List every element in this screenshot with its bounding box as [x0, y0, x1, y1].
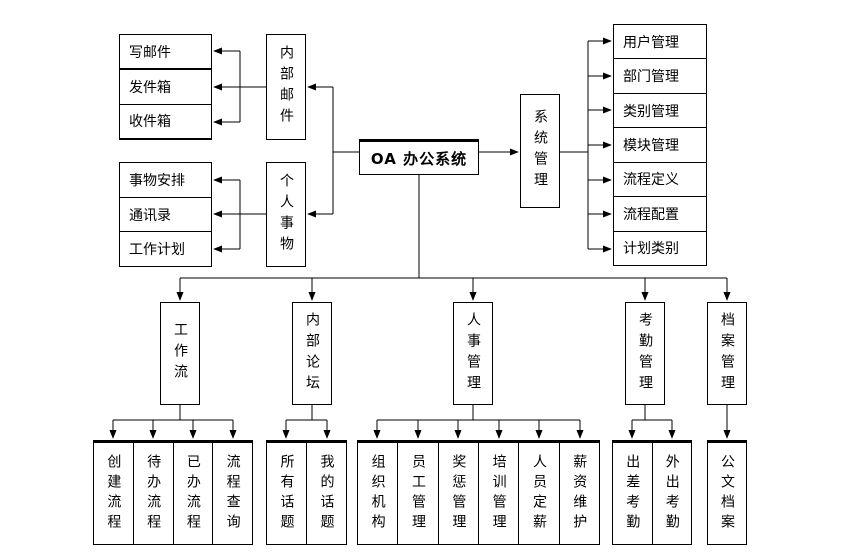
root-bottom-bus-connectors	[176, 175, 731, 301]
user-management-node: 用户管理	[623, 34, 679, 51]
pending-process-label: 待办流程	[145, 453, 162, 534]
create-process-label: 创建流程	[105, 453, 122, 534]
department-management-node: 部门管理	[614, 58, 706, 92]
system-management-label: 系统管理	[532, 109, 548, 193]
system-management-node: 系统管理	[520, 94, 560, 208]
salary-maintenance-node: 薪资维护	[558, 443, 599, 544]
attendance-children-connectors	[628, 405, 676, 439]
create-process-node: 创建流程	[94, 443, 133, 544]
system-children-group: 用户管理 部门管理 类别管理 模块管理 流程定义 流程配置 计划类别	[613, 24, 707, 266]
archive-children-group: 公文档案	[707, 440, 747, 545]
mail-branch-connectors	[213, 47, 266, 126]
inbox-node: 收件箱	[120, 103, 211, 138]
process-query-node: 流程查询	[212, 443, 252, 544]
my-topics-label: 我的话题	[318, 453, 335, 534]
training-management-node: 培训管理	[477, 443, 518, 544]
workflow-children-connectors	[109, 405, 237, 439]
write-mail-node: 写邮件	[129, 44, 171, 61]
workflow-label: 工作流	[172, 322, 188, 385]
archive-management-node: 档案管理	[707, 302, 747, 405]
internal-mail-label: 内部邮件	[278, 45, 294, 129]
personal-affairs-node: 个人事物	[266, 162, 306, 267]
process-config-node: 流程配置	[614, 196, 706, 230]
workflow-node: 工作流	[160, 302, 200, 405]
task-arrangement-node: 事物安排	[129, 172, 185, 189]
outing-attendance-label: 外出考勤	[663, 453, 680, 534]
employee-management-node: 员工管理	[397, 443, 437, 544]
work-plan-node: 工作计划	[120, 231, 211, 266]
attendance-management-node: 考勤管理	[625, 302, 665, 405]
forum-children-group: 所有话题 我的话题	[266, 440, 347, 545]
attendance-management-label: 考勤管理	[637, 311, 653, 396]
hr-children-connectors	[373, 405, 584, 439]
personal-children-group: 事物安排 通讯录 工作计划	[119, 162, 212, 267]
organization-node: 组织机构	[358, 443, 397, 544]
reward-punishment-node: 奖惩管理	[437, 443, 478, 544]
mail-children-group: 写邮件 发件箱 收件箱	[119, 34, 212, 140]
root-left-connectors	[307, 83, 359, 218]
business-trip-attendance-node: 出差考勤	[613, 443, 652, 544]
address-book-node: 通讯录	[120, 196, 211, 232]
salary-setting-node: 人员定薪	[518, 443, 558, 544]
internal-mail-node: 内部邮件	[266, 34, 306, 140]
reward-punishment-label: 奖惩管理	[450, 453, 467, 534]
process-query-label: 流程查询	[224, 453, 241, 534]
salary-setting-label: 人员定薪	[530, 453, 547, 534]
attendance-children-group: 出差考勤 外出考勤	[612, 440, 692, 545]
training-management-label: 培训管理	[490, 453, 507, 534]
pending-process-node: 待办流程	[132, 443, 173, 544]
archive-management-label: 档案管理	[719, 311, 735, 396]
salary-maintenance-label: 薪资维护	[571, 453, 588, 534]
hr-management-label: 人事管理	[465, 311, 481, 396]
category-management-node: 类别管理	[614, 92, 706, 127]
done-process-label: 已办流程	[184, 453, 201, 534]
all-topics-label: 所有话题	[278, 453, 295, 534]
my-topics-node: 我的话题	[306, 443, 346, 544]
process-definition-node: 流程定义	[614, 161, 706, 196]
oa-system-label: OA 办公系统	[370, 149, 468, 168]
hr-management-node: 人事管理	[453, 302, 493, 405]
internal-forum-label: 内部论坛	[304, 311, 320, 396]
personal-affairs-label: 个人事物	[278, 172, 294, 257]
personal-branch-connectors	[213, 176, 266, 253]
hr-children-group: 组织机构 员工管理 奖惩管理 培训管理 人员定薪 薪资维护	[357, 440, 600, 545]
document-archive-label: 公文档案	[719, 453, 735, 534]
workflow-children-group: 创建流程 待办流程 已办流程 流程查询	[93, 440, 253, 545]
module-management-node: 模块管理	[614, 127, 706, 161]
system-branch-connectors	[559, 37, 612, 253]
internal-forum-node: 内部论坛	[292, 302, 332, 405]
plan-category-node: 计划类别	[614, 230, 706, 265]
forum-children-connectors	[282, 405, 331, 439]
outbox-node: 发件箱	[120, 68, 211, 103]
all-topics-node: 所有话题	[267, 443, 306, 544]
business-trip-attendance-label: 出差考勤	[624, 453, 641, 534]
done-process-node: 已办流程	[172, 443, 213, 544]
document-archive-node: 公文档案	[708, 443, 746, 544]
outing-attendance-node: 外出考勤	[651, 443, 692, 544]
organization-label: 组织机构	[369, 453, 386, 534]
employee-management-label: 员工管理	[409, 453, 426, 534]
oa-system-node: OA 办公系统	[359, 139, 479, 175]
